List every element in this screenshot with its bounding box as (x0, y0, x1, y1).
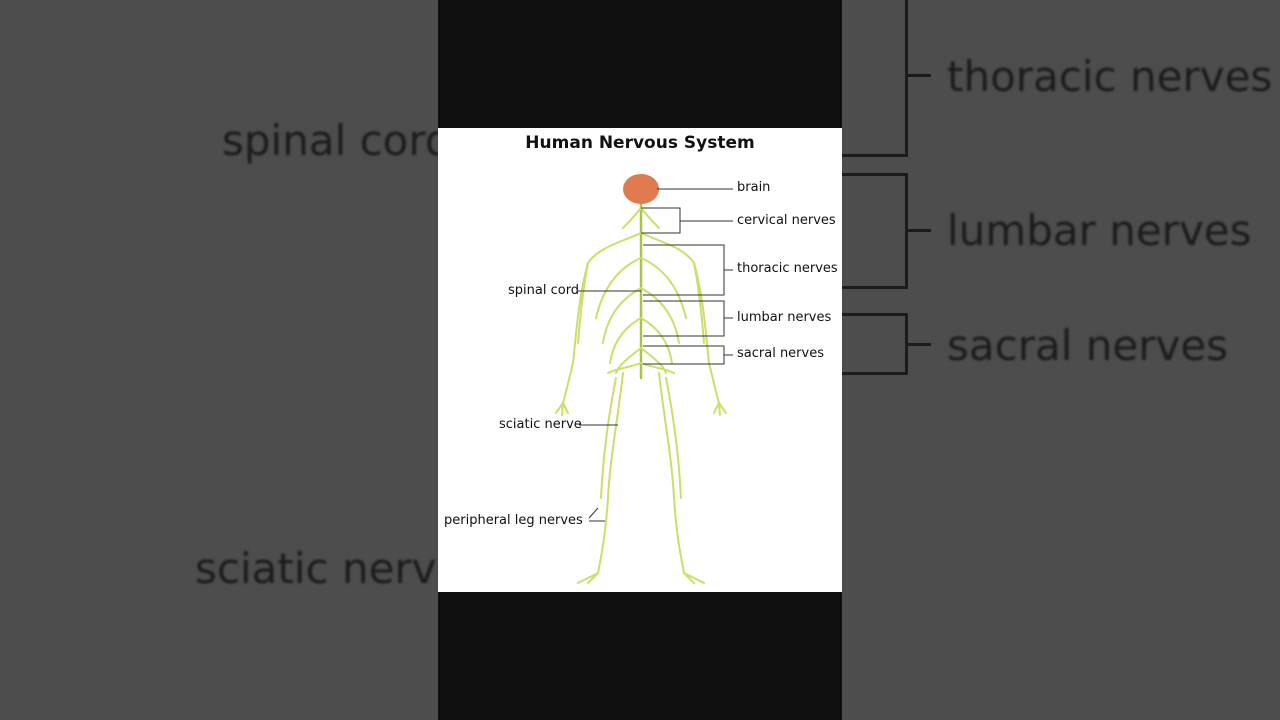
diagram-title: Human Nervous System (525, 133, 755, 153)
bg-bracket (842, 372, 908, 375)
label-sacral: sacral nerves (737, 346, 824, 361)
label-cervical: cervical nerves (737, 213, 836, 228)
bg-bracket (842, 154, 908, 157)
bg-bracket (842, 286, 908, 289)
bg-bracket (905, 343, 931, 346)
bg-bracket (905, 0, 908, 157)
label-spinal-cord: spinal cord (508, 283, 580, 298)
label-brain: brain (737, 180, 771, 195)
nerve-network (555, 196, 727, 584)
leader-lines (578, 188, 733, 522)
body-figure (555, 174, 733, 584)
label-thoracic: thoracic nerves (737, 261, 838, 276)
bg-bracket (842, 313, 908, 316)
bg-label-lumbar: lumbar nerves (947, 206, 1252, 255)
brain-shape (623, 174, 659, 204)
bg-bracket (905, 74, 931, 77)
label-sciatic: sciatic nerve (499, 417, 582, 432)
nervous-system-diagram: Human Nervous System (438, 128, 842, 592)
bg-bracket (842, 173, 908, 176)
bg-label-thoracic: thoracic nerves (947, 52, 1273, 101)
bg-label-spinal-cord: spinal cord (222, 116, 452, 165)
bg-bracket (905, 229, 931, 232)
label-lumbar: lumbar nerves (737, 310, 832, 325)
label-peripheral: peripheral leg nerves (444, 513, 583, 528)
bg-label-sacral: sacral nerves (947, 321, 1229, 370)
bg-label-sciatic: sciatic nerve (195, 544, 463, 593)
